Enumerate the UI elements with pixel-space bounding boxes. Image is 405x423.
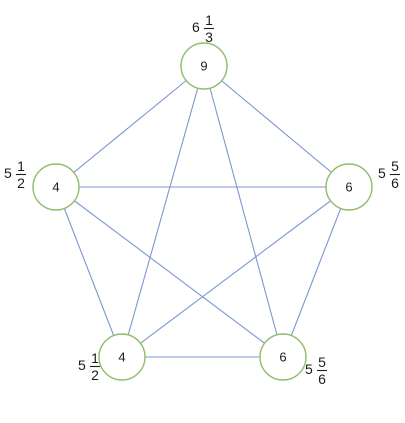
edge-right-bottom-left (121, 186, 350, 358)
node-circle (32, 163, 80, 211)
edge-top-right (203, 65, 350, 188)
node-value: 9 (200, 59, 207, 74)
label-denominator: 6 (391, 175, 399, 191)
node-value: 4 (52, 180, 59, 195)
label-whole: 5 (305, 361, 313, 377)
label-whole: 6 (192, 19, 200, 35)
label-whole: 5 (4, 165, 12, 181)
label-numerator: 1 (205, 12, 213, 28)
label-denominator: 2 (91, 367, 99, 383)
label-denominator: 3 (205, 29, 213, 45)
node-circle (98, 333, 146, 381)
node-circle (325, 163, 373, 211)
node-circle (180, 42, 228, 90)
label-denominator: 2 (17, 175, 25, 191)
node-circle (259, 333, 307, 381)
node-top: 9 (180, 42, 228, 90)
label-numerator: 5 (318, 354, 326, 370)
edge-top-bottom-right (203, 65, 284, 358)
edge-left-bottom-left (55, 186, 123, 358)
edge-top-bottom-left (121, 65, 205, 358)
label-numerator: 1 (17, 158, 25, 174)
edge-right-bottom-right (282, 186, 350, 358)
edges-layer (55, 65, 350, 358)
nodes-layer: 9 4 6 4 6 (32, 42, 373, 381)
label-whole: 5 (378, 165, 386, 181)
node-right: 6 (325, 163, 373, 211)
node-bottom-right: 6 (259, 333, 307, 381)
node-value: 4 (118, 350, 125, 365)
node-value: 6 (279, 350, 286, 365)
label-numerator: 5 (391, 158, 399, 174)
edge-left-bottom-right (55, 186, 284, 358)
node-bottom-left: 4 (98, 333, 146, 381)
node-left: 4 (32, 163, 80, 211)
edge-top-left (55, 65, 205, 188)
label-whole: 5 (78, 357, 86, 373)
label-numerator: 1 (91, 350, 99, 366)
node-value: 6 (345, 180, 352, 195)
label-denominator: 6 (318, 371, 326, 387)
